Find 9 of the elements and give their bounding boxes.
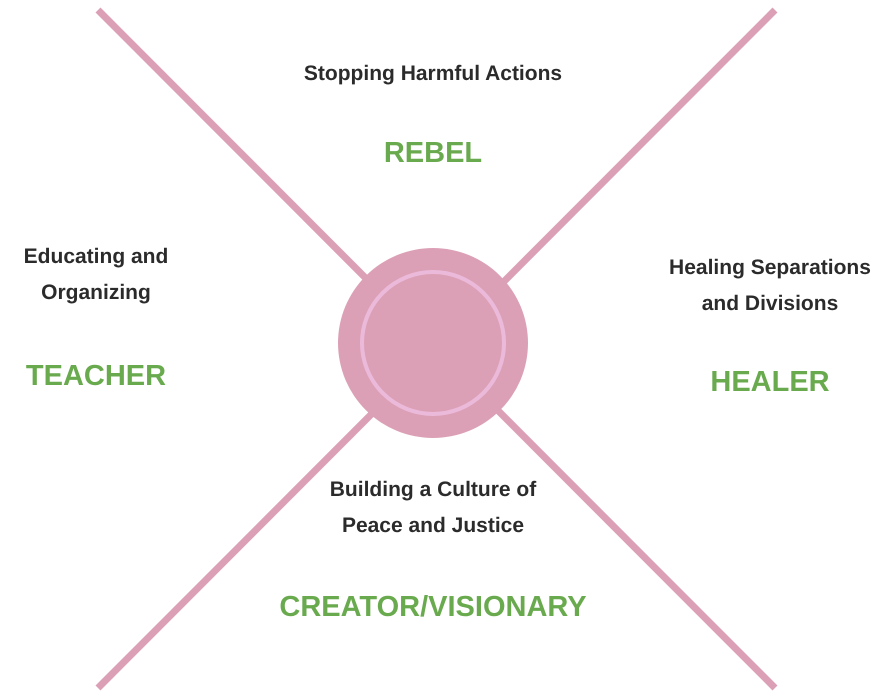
heading-text: Building a Culture of Peace and Justice	[328, 477, 538, 539]
heading-text: Healing Separations and Divisions	[668, 255, 872, 317]
heading-text: Stopping Harmful Actions	[302, 61, 564, 87]
role-title: REBEL	[382, 136, 484, 171]
heading-text: Educating and Organizing	[22, 244, 170, 306]
role-title: CREATOR/VISIONARY	[278, 590, 588, 625]
center-circle	[338, 248, 528, 438]
role-title: HEALER	[709, 365, 831, 400]
role-title: TEACHER	[24, 359, 168, 394]
